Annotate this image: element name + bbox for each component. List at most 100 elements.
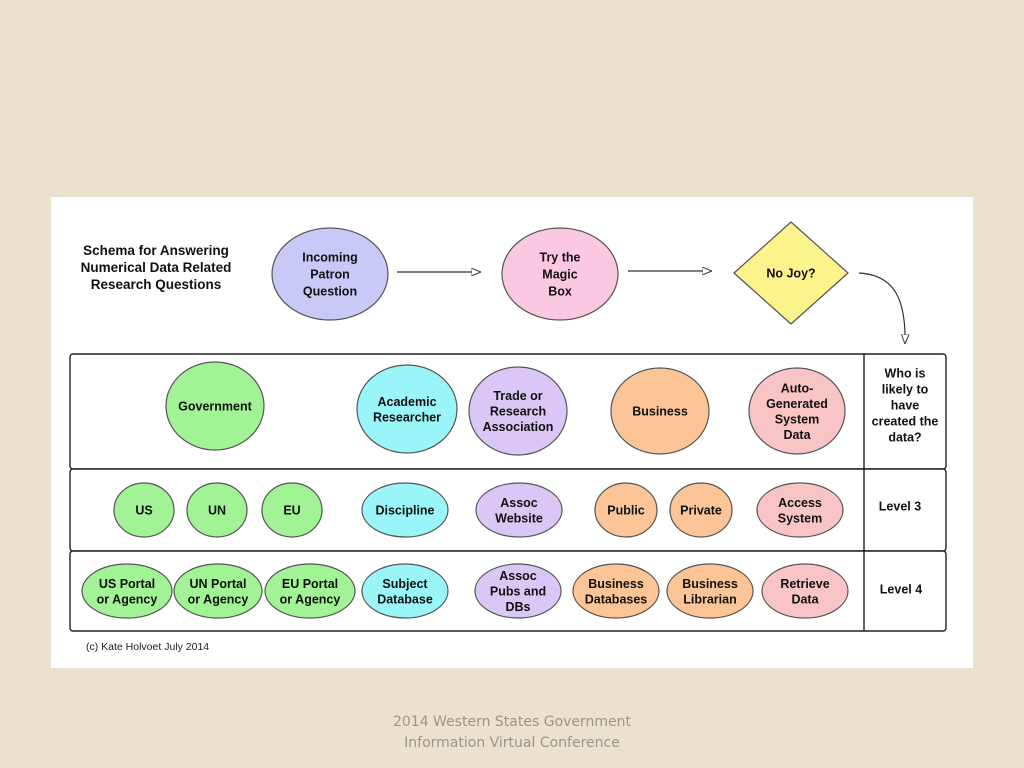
business-label-line: Business: [632, 405, 688, 419]
trade-association-node: [468, 366, 568, 456]
government-label: Government: [178, 400, 252, 414]
un-node: [186, 482, 248, 538]
magic-label-line: Box: [548, 285, 572, 299]
discipline-label-line: Discipline: [375, 504, 434, 518]
business-databases-label-line: Business: [588, 577, 644, 591]
nojoy-label: No Joy?: [766, 267, 815, 281]
creators-side-label-line: created the: [872, 415, 939, 429]
diagram-title: Schema for Answering Numerical Data Rela…: [80, 243, 232, 292]
government-label-line: Government: [178, 400, 252, 414]
level3-side-label-line: Level 3: [879, 500, 921, 514]
us-portal-node: [81, 563, 173, 619]
trade-association-label-line: Trade or: [493, 389, 542, 403]
us-portal-label-line: US Portal: [99, 577, 155, 591]
patron-node: [271, 227, 389, 321]
retrieve-data-node: [761, 563, 849, 619]
arrow-nojoy-to-creators: [858, 272, 905, 344]
creators-side-label-line: have: [891, 399, 920, 413]
government-node: [165, 361, 265, 451]
business-databases-label-line: Databases: [585, 592, 648, 606]
level4-side-label-line: Level 4: [880, 583, 922, 597]
footer-line-1: 2014 Western States Government: [392, 714, 632, 730]
magic-label-line: Try the: [540, 251, 581, 265]
assoc-website-label-line: Website: [495, 511, 543, 525]
magic-label-line: Magic: [542, 268, 577, 282]
business-node: [610, 367, 710, 455]
trade-association-label-line: Association: [483, 420, 554, 434]
creators-side-label: Who is likely to have created the data?: [872, 367, 939, 445]
magic-node: [501, 227, 619, 321]
access-system-label-line: System: [778, 511, 822, 525]
business-librarian-label-line: Business: [682, 577, 738, 591]
public-label-line: Public: [607, 504, 645, 518]
subject-database-label-line: Database: [377, 592, 433, 606]
us-label-line: US: [135, 504, 152, 518]
level4-side-label: Level 4: [880, 583, 922, 597]
academic-researcher-node: [356, 364, 458, 454]
un-label: UN: [208, 504, 226, 518]
business-databases-node: [572, 563, 660, 619]
eu-label: EU: [283, 504, 300, 518]
subject-database-node: [361, 563, 449, 619]
auto-generated-label-line: System: [775, 412, 819, 426]
academic-researcher-label-line: Academic: [377, 395, 436, 409]
assoc-pubs-label-line: Assoc: [499, 569, 537, 583]
no-joy-decision: [733, 221, 849, 325]
patron-label-line: Patron: [310, 268, 350, 282]
business-label: Business: [632, 405, 688, 419]
footer: 2014 Western States Government Informati…: [0, 712, 1024, 754]
public-node: [594, 482, 658, 538]
footer-line-2: Information Virtual Conference: [404, 735, 620, 751]
creators-side-label-line: Who is: [885, 367, 926, 381]
auto-generated-label-line: Data: [783, 428, 811, 442]
us-label: US: [135, 504, 152, 518]
us-portal-label-line: or Agency: [97, 592, 158, 606]
creators-side-label-line: likely to: [882, 383, 929, 397]
eu-portal-node: [264, 563, 356, 619]
auto-generated-label-line: Generated: [766, 397, 828, 411]
access-system-node: [756, 482, 844, 538]
business-librarian-label-line: Librarian: [683, 592, 737, 606]
assoc-website-label-line: Assoc: [500, 496, 538, 510]
un-label-line: UN: [208, 504, 226, 518]
eu-node: [261, 482, 323, 538]
assoc-pubs-label-line: Pubs and: [490, 585, 546, 599]
assoc-pubs-label-line: DBs: [505, 600, 530, 614]
nojoy-label-line: No Joy?: [766, 267, 815, 281]
eu-label-line: EU: [283, 504, 300, 518]
private-label-line: Private: [680, 504, 722, 518]
trade-association-label-line: Research: [490, 405, 546, 419]
eu-portal-label-line: EU Portal: [282, 577, 338, 591]
creators-side-label-line: data?: [888, 431, 921, 445]
subject-database-label-line: Subject: [382, 577, 428, 591]
retrieve-data-label-line: Data: [791, 592, 819, 606]
patron-label-line: Question: [303, 285, 357, 299]
private-label: Private: [680, 504, 722, 518]
eu-portal-label-line: or Agency: [280, 592, 341, 606]
un-portal-label-line: or Agency: [188, 592, 249, 606]
us-node: [113, 482, 175, 538]
discipline-node: [361, 482, 449, 538]
access-system-label-line: Access: [778, 496, 822, 510]
auto-generated-label-line: Auto-: [781, 381, 814, 395]
academic-researcher-label-line: Researcher: [373, 410, 441, 424]
auto-generated-node: [748, 367, 846, 455]
assoc-pubs-node: [474, 563, 562, 619]
public-label: Public: [607, 504, 645, 518]
retrieve-data-label-line: Retrieve: [780, 577, 829, 591]
